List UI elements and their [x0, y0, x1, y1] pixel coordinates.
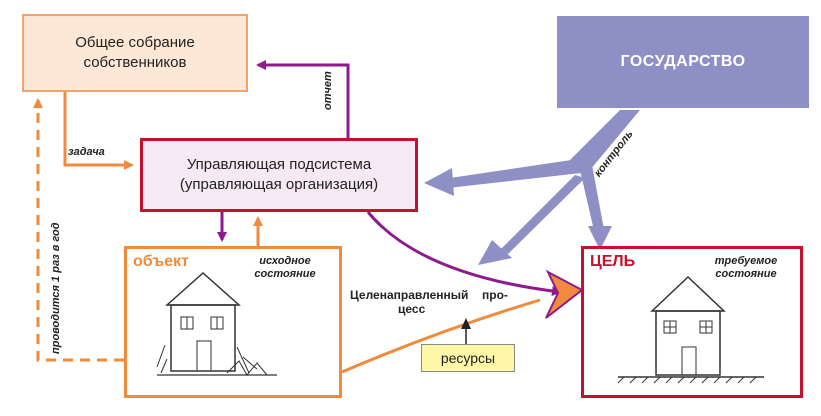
process-curve	[341, 298, 541, 374]
resources-arrowhead	[461, 318, 471, 329]
object-title: объект	[133, 253, 189, 270]
state-arrowhead-goal	[588, 226, 612, 250]
yearly-label: проводится 1 раз в год	[50, 222, 62, 354]
object-note-line1: исходное	[259, 255, 311, 267]
subsystem-line2: (управляющая организация)	[179, 176, 379, 193]
process-label-c: цесс	[398, 302, 426, 316]
goal-note-line2: состояние	[715, 268, 777, 280]
goal-note: требуемое состояние	[702, 255, 790, 281]
object-note: исходное состояние	[241, 255, 329, 281]
goal-box: ЦЕЛЬ требуемое состояние	[581, 246, 803, 398]
owners-line2: собственников	[83, 54, 187, 71]
state-arrowhead-process	[478, 240, 512, 265]
state-arm-to-process	[500, 175, 585, 254]
owners-line1: Общее собрание	[75, 34, 195, 51]
report-label: отчет	[322, 71, 334, 110]
process-label-a: Целенаправленный	[350, 288, 469, 302]
task-arrow	[63, 92, 134, 170]
state-box: ГОСУДАРСТВО	[557, 16, 809, 108]
yearly-dashed-arrow	[33, 98, 124, 362]
damaged-house-icon	[156, 271, 277, 376]
house-icon	[617, 275, 764, 384]
task-label: задача	[68, 146, 105, 158]
goal-note-line1: требуемое	[714, 255, 778, 267]
process-label-b: про-	[482, 288, 508, 302]
owners-meeting-box: Общее собрание собственников	[22, 14, 248, 92]
subsystem-line1: Управляющая подсистема	[186, 156, 372, 173]
goal-title: ЦЕЛЬ	[590, 253, 636, 270]
process-arrowhead	[545, 269, 584, 319]
subsystem-to-goal-curve	[366, 211, 562, 296]
resources-box: ресурсы	[421, 344, 515, 372]
state-control-arm	[560, 110, 640, 170]
state-label: ГОСУДАРСТВО	[620, 53, 746, 70]
report-arrow	[256, 60, 350, 138]
resources-label: ресурсы	[440, 350, 496, 366]
object-note-line2: состояние	[254, 268, 316, 280]
state-arrowhead-subsystem	[424, 168, 454, 196]
object-box: объект исходное состояние	[124, 246, 342, 398]
state-arm-to-subsystem	[448, 158, 590, 188]
management-subsystem-box: Управляющая подсистема (управляющая орга…	[140, 138, 418, 212]
state-arm-to-goal	[580, 165, 605, 235]
